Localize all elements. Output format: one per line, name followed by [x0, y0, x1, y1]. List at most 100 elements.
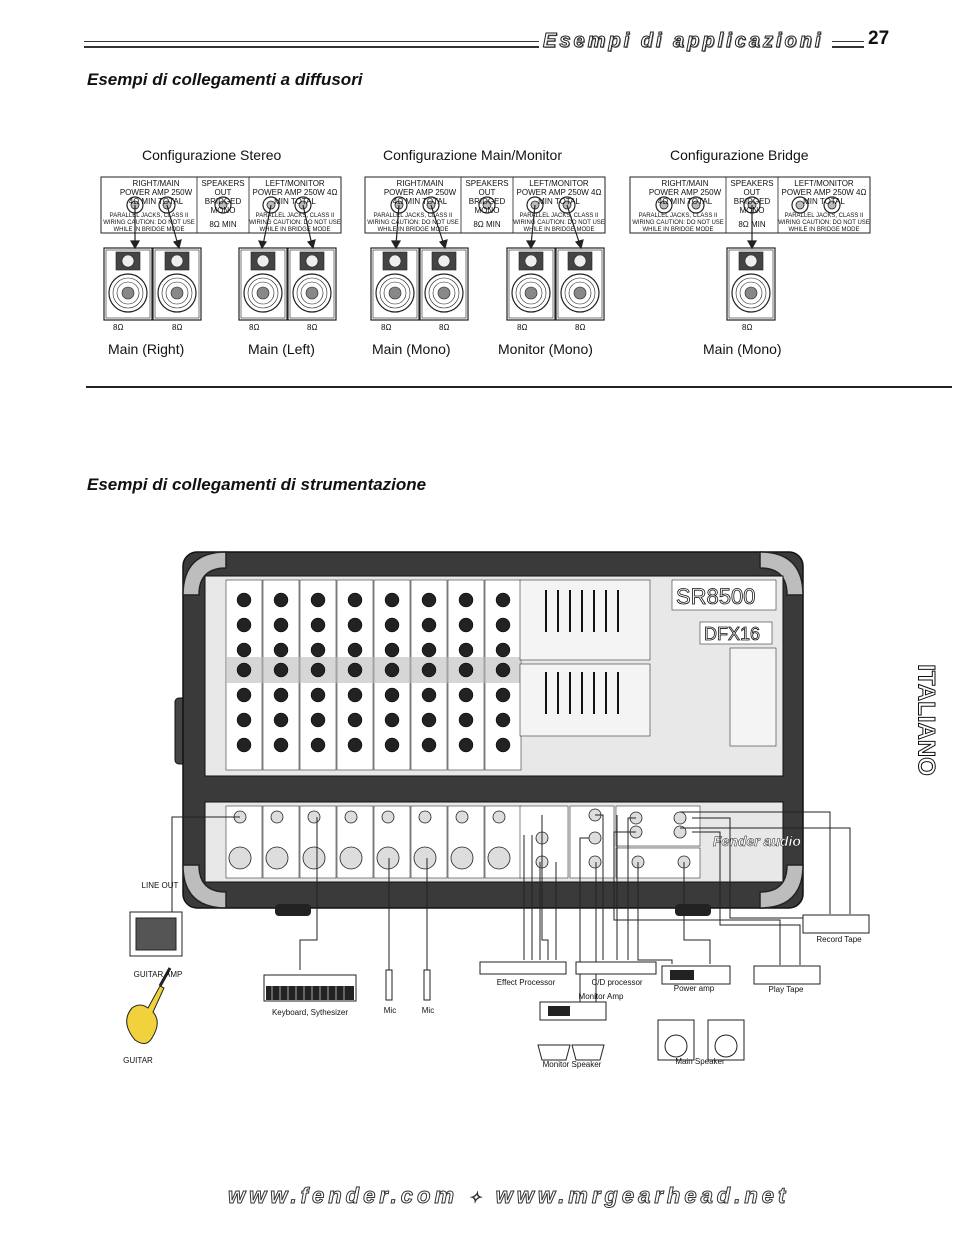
mixer-knob[interactable] — [310, 617, 326, 633]
mixer-knob[interactable] — [495, 737, 511, 753]
speaker-label-main-left: Main (Left) — [248, 341, 315, 357]
mixer-knob[interactable] — [421, 617, 437, 633]
speaker-diagrams — [100, 176, 871, 321]
mm-right-main-label: RIGHT/MAIN POWER AMP 250W 4Ω MIN TOTAL — [383, 179, 457, 206]
mixer-knob[interactable] — [421, 712, 437, 728]
output-jack[interactable] — [673, 811, 687, 825]
mixer-knob[interactable] — [310, 737, 326, 753]
speaker-label-main-right: Main (Right) — [108, 341, 185, 357]
config-main-monitor-label: Configurazione Main/Monitor — [383, 147, 562, 163]
header-rule-short — [832, 41, 864, 48]
mixer-knob[interactable] — [347, 662, 363, 678]
mixer-knob[interactable] — [310, 642, 326, 658]
mixer-knob[interactable] — [421, 687, 437, 703]
mixer-knob[interactable] — [310, 712, 326, 728]
stereo-left-monitor-label: LEFT/MONITOR POWER AMP 250W 4Ω MIN TOTAL — [252, 179, 338, 206]
mixer-knob[interactable] — [347, 737, 363, 753]
config-stereo-label: Configurazione Stereo — [142, 147, 282, 163]
mixer-knob[interactable] — [421, 737, 437, 753]
mixer-knob[interactable] — [495, 642, 511, 658]
mixer-knob[interactable] — [236, 712, 252, 728]
mixer-knob[interactable] — [310, 662, 326, 678]
impedance-7: 8Ω — [517, 323, 528, 332]
mixer-knob[interactable] — [421, 642, 437, 658]
mixer-knob[interactable] — [273, 662, 289, 678]
mixer-knob[interactable] — [273, 592, 289, 608]
xlr-mic-input[interactable] — [302, 846, 326, 870]
mixer-knob[interactable] — [347, 642, 363, 658]
mixer-knob[interactable] — [236, 592, 252, 608]
mixer-knob[interactable] — [384, 687, 400, 703]
xlr-mic-input[interactable] — [450, 846, 474, 870]
mixer-knob[interactable] — [421, 662, 437, 678]
mixer-knob[interactable] — [458, 592, 474, 608]
line-input-jack[interactable] — [455, 810, 469, 824]
mixer-knob[interactable] — [236, 737, 252, 753]
header-title: Esempi di applicazioni — [543, 30, 824, 53]
mixer-knob[interactable] — [384, 737, 400, 753]
impedance-3: 8Ω — [249, 323, 260, 332]
mixer-knob[interactable] — [236, 662, 252, 678]
xlr-mic-input[interactable] — [228, 846, 252, 870]
output-jack[interactable] — [588, 831, 602, 845]
page-number: 27 — [868, 28, 890, 49]
mixer-knob[interactable] — [384, 662, 400, 678]
line-input-jack[interactable] — [270, 810, 284, 824]
mixer-knob[interactable] — [458, 642, 474, 658]
xlr-mic-input[interactable] — [265, 846, 289, 870]
mixer-knob[interactable] — [384, 592, 400, 608]
mixer-knob[interactable] — [273, 642, 289, 658]
mixer-knob[interactable] — [458, 737, 474, 753]
mixer-knob[interactable] — [458, 617, 474, 633]
footer-link-mrgearhead[interactable]: www.mrgearhead.net — [495, 1183, 790, 1209]
xlr-mic-input[interactable] — [339, 846, 363, 870]
mixer-knob[interactable] — [236, 617, 252, 633]
line-out-label: LINE OUT — [141, 881, 179, 890]
side-tab: ITALIANO — [912, 664, 940, 777]
mixer-knob[interactable] — [347, 617, 363, 633]
mixer-knob[interactable] — [384, 642, 400, 658]
mixer-knob[interactable] — [347, 687, 363, 703]
mixer-knob[interactable] — [310, 592, 326, 608]
bridge-min: 8Ω MIN — [738, 220, 766, 229]
mixer-knob[interactable] — [273, 712, 289, 728]
mixer-knob[interactable] — [458, 662, 474, 678]
mixer-knob[interactable] — [273, 617, 289, 633]
monitor-amp-label: Monitor Amp — [578, 992, 624, 1001]
mixer-knob[interactable] — [236, 687, 252, 703]
xlr-mic-input[interactable] — [376, 846, 400, 870]
mixer-knob[interactable] — [273, 687, 289, 703]
bridge-right-main-label: RIGHT/MAIN POWER AMP 250W 4Ω MIN TOTAL — [648, 179, 722, 206]
impedance-6: 8Ω — [439, 323, 450, 332]
line-input-jack[interactable] — [381, 810, 395, 824]
mixer-knob[interactable] — [495, 592, 511, 608]
line-input-jack[interactable] — [492, 810, 506, 824]
section-divider — [86, 386, 952, 388]
footer-separator: ✧ — [468, 1190, 486, 1207]
speaker-label-bridge-main-mono: Main (Mono) — [703, 341, 782, 357]
mixer-knob[interactable] — [347, 592, 363, 608]
impedance-9: 8Ω — [742, 323, 753, 332]
mixer-knob[interactable] — [495, 617, 511, 633]
mixer-knob[interactable] — [458, 687, 474, 703]
mixer-knob[interactable] — [384, 712, 400, 728]
line-input-jack[interactable] — [344, 810, 358, 824]
mixer-knob[interactable] — [495, 687, 511, 703]
mixer-knob[interactable] — [273, 737, 289, 753]
mixer-knob[interactable] — [421, 592, 437, 608]
line-input-jack[interactable] — [418, 810, 432, 824]
mixer-knob[interactable] — [495, 712, 511, 728]
mixer-model: SR8500 — [676, 584, 756, 609]
mixer-knob[interactable] — [384, 617, 400, 633]
mixer-knob[interactable] — [236, 642, 252, 658]
output-jack[interactable] — [588, 855, 602, 869]
mixer-knob[interactable] — [347, 712, 363, 728]
mixer-knob[interactable] — [495, 662, 511, 678]
mixer-knob[interactable] — [310, 687, 326, 703]
mixer-knob[interactable] — [458, 712, 474, 728]
xlr-mic-input[interactable] — [487, 846, 511, 870]
xlr-mic-input[interactable] — [413, 846, 437, 870]
footer-link-fender[interactable]: www.fender.com — [227, 1183, 459, 1209]
output-jack[interactable] — [673, 825, 687, 839]
line-input-jack[interactable] — [307, 810, 321, 824]
